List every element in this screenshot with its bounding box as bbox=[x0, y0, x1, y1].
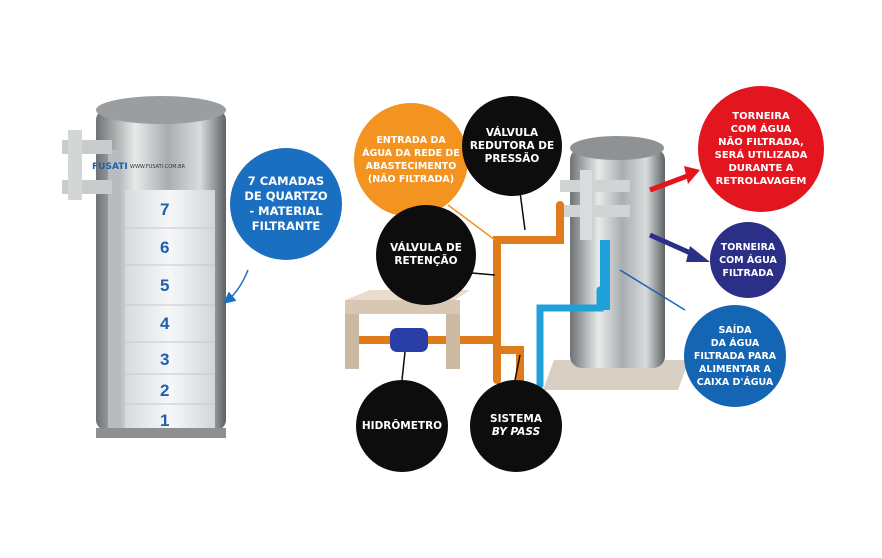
callout-line: DE QUARTZO bbox=[244, 189, 328, 203]
callout-line: SISTEMA bbox=[490, 413, 542, 425]
callout-line: SAÍDA bbox=[718, 324, 752, 336]
callout-line: RETENÇÃO bbox=[394, 255, 458, 267]
callout-check-valve: VÁLVULA DE RETENÇÃO bbox=[376, 205, 476, 305]
callout-line: DA ÁGUA bbox=[710, 337, 760, 349]
callout-bypass: SISTEMA BY PASS bbox=[470, 380, 562, 472]
layer-4: 4 bbox=[160, 314, 170, 333]
callout-filtered-tap: TORNEIRA COM ÁGUA FILTRADA bbox=[710, 222, 786, 298]
callout-line: ENTRADA DA bbox=[376, 135, 446, 146]
callout-line: RETROLAVAGEM bbox=[715, 176, 807, 187]
callout-line: COM ÁGUA bbox=[719, 254, 777, 266]
callout-water-inlet: ENTRADA DA ÁGUA DA REDE DE ABASTECIMENTO… bbox=[354, 103, 468, 217]
layer-5: 5 bbox=[160, 276, 170, 295]
callout-pressure-valve: VÁLVULA REDUTORA DE PRESSÃO bbox=[462, 96, 562, 196]
callout-line: FILTRANTE bbox=[251, 219, 321, 233]
callout-water-meter: HIDRÔMETRO bbox=[356, 380, 448, 472]
callout-line: FILTRADA bbox=[722, 267, 774, 279]
callout-line: ÁGUA DA REDE DE bbox=[362, 148, 460, 159]
tank-brand: FUSATI bbox=[92, 162, 128, 172]
layer-3: 3 bbox=[160, 350, 170, 369]
layer-1: 1 bbox=[160, 411, 170, 430]
plumbing bbox=[356, 201, 604, 389]
callout-line: ALIMENTAR A bbox=[699, 363, 771, 375]
callout-line: BY PASS bbox=[491, 426, 541, 438]
callout-line: HIDRÔMETRO bbox=[361, 419, 443, 432]
callout-line: TORNEIRA bbox=[720, 241, 776, 253]
layer-2: 2 bbox=[160, 381, 170, 400]
callout-line: VÁLVULA DE bbox=[390, 242, 462, 254]
callout-line: DURANTE A bbox=[728, 163, 794, 174]
callout-line: 7 CAMADAS bbox=[247, 174, 325, 188]
callout-line: (NÃO FILTRADA) bbox=[367, 174, 455, 185]
callout-line: SERÁ UTILIZADA bbox=[714, 150, 808, 161]
callout-quartz-layers: 7 CAMADAS DE QUARTZO - MATERIAL FILTRANT… bbox=[230, 148, 342, 260]
tank-website: WWW.FUSATI.COM.BR bbox=[130, 164, 186, 170]
callout-line: COM ÁGUA bbox=[730, 124, 792, 135]
red-arrow-icon bbox=[649, 166, 700, 193]
layer-7: 7 bbox=[160, 200, 170, 219]
callout-line: REDUTORA DE bbox=[469, 139, 555, 152]
callout-unfiltered-tap: TORNEIRA COM ÁGUA NÃO FILTRADA, SERÁ UTI… bbox=[698, 86, 824, 212]
left-filter-tank bbox=[62, 96, 226, 438]
callout-line: PRESSÃO bbox=[484, 152, 540, 165]
callout-line: VÁLVULA bbox=[485, 126, 539, 139]
callout-filtered-outlet: SAÍDA DA ÁGUA FILTRADA PARA ALIMENTAR A … bbox=[684, 305, 786, 407]
callout-line: FILTRADA PARA bbox=[693, 350, 777, 362]
bench bbox=[345, 290, 470, 369]
callout-line: TORNEIRA bbox=[732, 111, 790, 122]
callout-line: CAIXA D'ÁGUA bbox=[696, 376, 774, 388]
callout-line: ABASTECIMENTO bbox=[365, 161, 457, 172]
layer-6: 6 bbox=[160, 238, 170, 257]
right-filter-tank bbox=[543, 136, 689, 390]
callout-line: NÃO FILTRADA, bbox=[718, 137, 804, 148]
water-meter bbox=[390, 328, 428, 352]
callout-line: - MATERIAL bbox=[249, 204, 323, 218]
navy-arrow-icon bbox=[648, 232, 710, 262]
